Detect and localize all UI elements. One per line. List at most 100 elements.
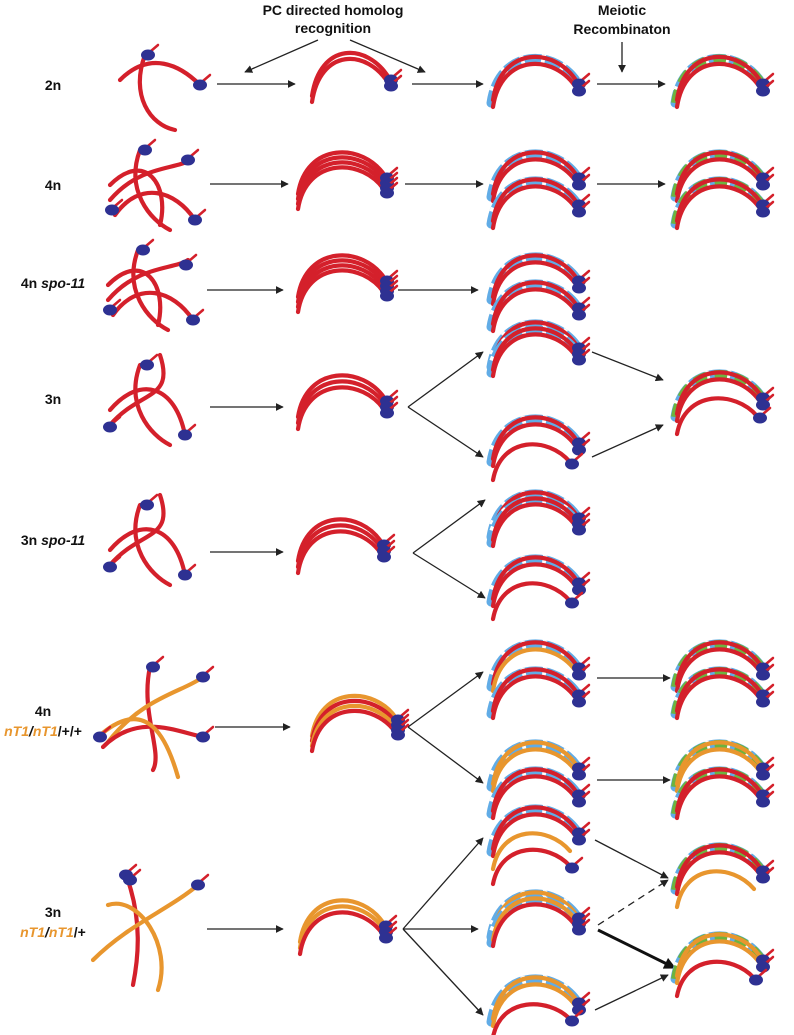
pc-end — [103, 298, 122, 316]
chromosome-tip — [388, 401, 399, 411]
homolog-bundle — [486, 414, 591, 469]
row-label-4n-spo11: 4n spo-11 — [21, 275, 86, 291]
pairing-center — [572, 584, 586, 596]
chromosome-tip — [580, 683, 591, 693]
flow-arrow — [591, 351, 664, 382]
chromosome-tip — [187, 253, 198, 263]
chromosome-tip — [186, 563, 197, 573]
pairing-center — [196, 671, 210, 683]
pairing-center — [140, 499, 154, 511]
pairing-center — [572, 669, 586, 681]
pairing-center — [93, 731, 107, 743]
chromosome — [674, 177, 764, 224]
homolog-bundle — [486, 974, 591, 1029]
chromosome-tip — [580, 431, 591, 441]
chromosome-tip — [764, 173, 775, 183]
pc-end — [188, 208, 207, 226]
pairing-center — [756, 872, 770, 884]
pairing-center — [123, 874, 137, 886]
chromosome-tip — [387, 926, 398, 936]
pc-recognition-header-line2: recognition — [295, 20, 371, 36]
chromosome — [490, 812, 580, 859]
pairing-center — [191, 879, 205, 891]
chromosome — [490, 280, 580, 327]
pairing-center — [756, 206, 770, 218]
homolog-bundle — [486, 489, 591, 549]
chromosome — [674, 184, 764, 231]
homolog-bundle — [295, 517, 396, 576]
chromosome-tip — [113, 198, 124, 208]
chromosome — [674, 61, 764, 110]
unpaired-chromosomes — [117, 43, 212, 133]
chromosome — [110, 290, 196, 323]
pairing-center — [391, 729, 405, 741]
chromosome-tip — [580, 303, 591, 313]
pc-end — [140, 493, 159, 511]
chromosome — [490, 496, 580, 543]
chromosome-tip — [764, 866, 775, 876]
chromosome — [674, 747, 764, 794]
chromosome — [674, 54, 764, 103]
flow-arrow — [594, 974, 669, 1011]
chromosome-tip — [189, 148, 200, 158]
pairing-center — [196, 731, 210, 743]
flow-arrow — [412, 552, 486, 599]
chromosome-tip — [764, 683, 775, 693]
pairing-center — [565, 862, 579, 874]
pairing-center — [572, 696, 586, 708]
chromosome-tip — [764, 386, 775, 396]
chromosome-tip — [204, 665, 215, 675]
homolog-bundle — [486, 804, 591, 859]
pairing-center — [572, 796, 586, 808]
chromosome — [490, 260, 580, 307]
chromosome-tip — [388, 284, 399, 294]
unpaired-chromosomes — [90, 863, 210, 993]
homolog-bundle — [295, 373, 399, 432]
flow-arrow — [591, 424, 664, 458]
chromosome-tip — [204, 725, 215, 735]
chromosome — [674, 767, 764, 814]
chromosome — [674, 850, 764, 897]
pairing-center — [756, 961, 770, 973]
chromosome-tip — [127, 863, 138, 873]
chromosome — [490, 982, 580, 1029]
chromosome-tip — [580, 173, 591, 183]
homolog-bundle — [309, 693, 410, 754]
homolog-bundle — [486, 666, 591, 721]
pairing-center — [572, 282, 586, 294]
pairing-center — [141, 49, 155, 61]
homolog-bundle — [670, 739, 775, 794]
chromosome — [131, 247, 171, 333]
chromosome — [490, 902, 580, 949]
chromosome-tip — [399, 713, 410, 723]
row-label-4n-nT1: 4n — [35, 703, 51, 719]
chromosome-tip — [764, 756, 775, 766]
chromosome — [490, 975, 580, 1022]
chromosome-tip — [580, 991, 591, 1001]
pairing-center — [379, 932, 393, 944]
homolog-bundle — [670, 53, 775, 110]
chromosome — [295, 379, 388, 426]
pairing-center — [756, 696, 770, 708]
chromosome — [490, 326, 580, 373]
homolog-bundle — [670, 149, 775, 204]
chromosome-tip — [580, 200, 591, 210]
chromosome — [100, 724, 206, 750]
pc-end — [181, 148, 200, 166]
chromosome — [490, 502, 580, 549]
pairing-center — [146, 661, 160, 673]
row-label-3n: 3n — [45, 391, 61, 407]
chromosome-tip — [580, 296, 591, 306]
chromosome-tip — [199, 873, 210, 883]
flow-arrow-dashed — [597, 879, 669, 926]
header-arrow-right — [349, 39, 426, 73]
pairing-center — [572, 924, 586, 936]
pairing-center — [572, 524, 586, 536]
pairing-center — [140, 359, 154, 371]
pc-recognition-header: PC directed homolog — [263, 2, 404, 18]
chromosome-tip — [580, 656, 591, 666]
pairing-center — [565, 458, 579, 470]
homolog-bundle — [670, 666, 775, 721]
chromosome-tip — [764, 763, 775, 773]
